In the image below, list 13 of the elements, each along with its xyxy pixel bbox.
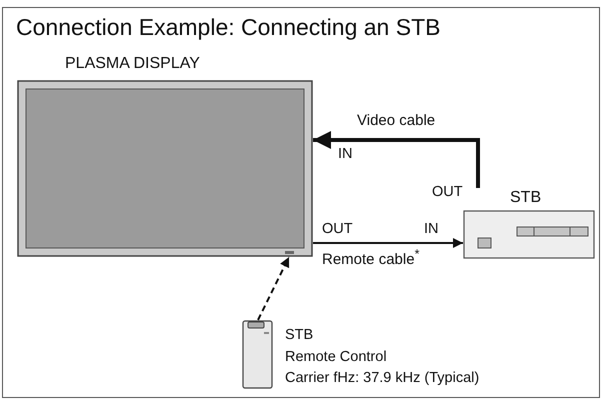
device-caption: STB — [285, 327, 314, 344]
port-label: OUT — [322, 221, 353, 238]
device-label: PLASMA DISPLAY — [65, 55, 200, 74]
arrow — [257, 256, 290, 320]
device-caption: Carrier fHz: 37.9 kHz (Typical) — [285, 370, 480, 387]
arrow — [313, 131, 480, 188]
arrow — [313, 238, 463, 248]
device-caption: Remote Control — [285, 348, 387, 366]
port-label: OUT — [432, 184, 463, 201]
port-label: IN — [338, 146, 352, 163]
port-label: IN — [424, 221, 438, 238]
device-label: STB — [510, 189, 542, 208]
title: Connection Example: Connecting an STB — [16, 14, 440, 40]
